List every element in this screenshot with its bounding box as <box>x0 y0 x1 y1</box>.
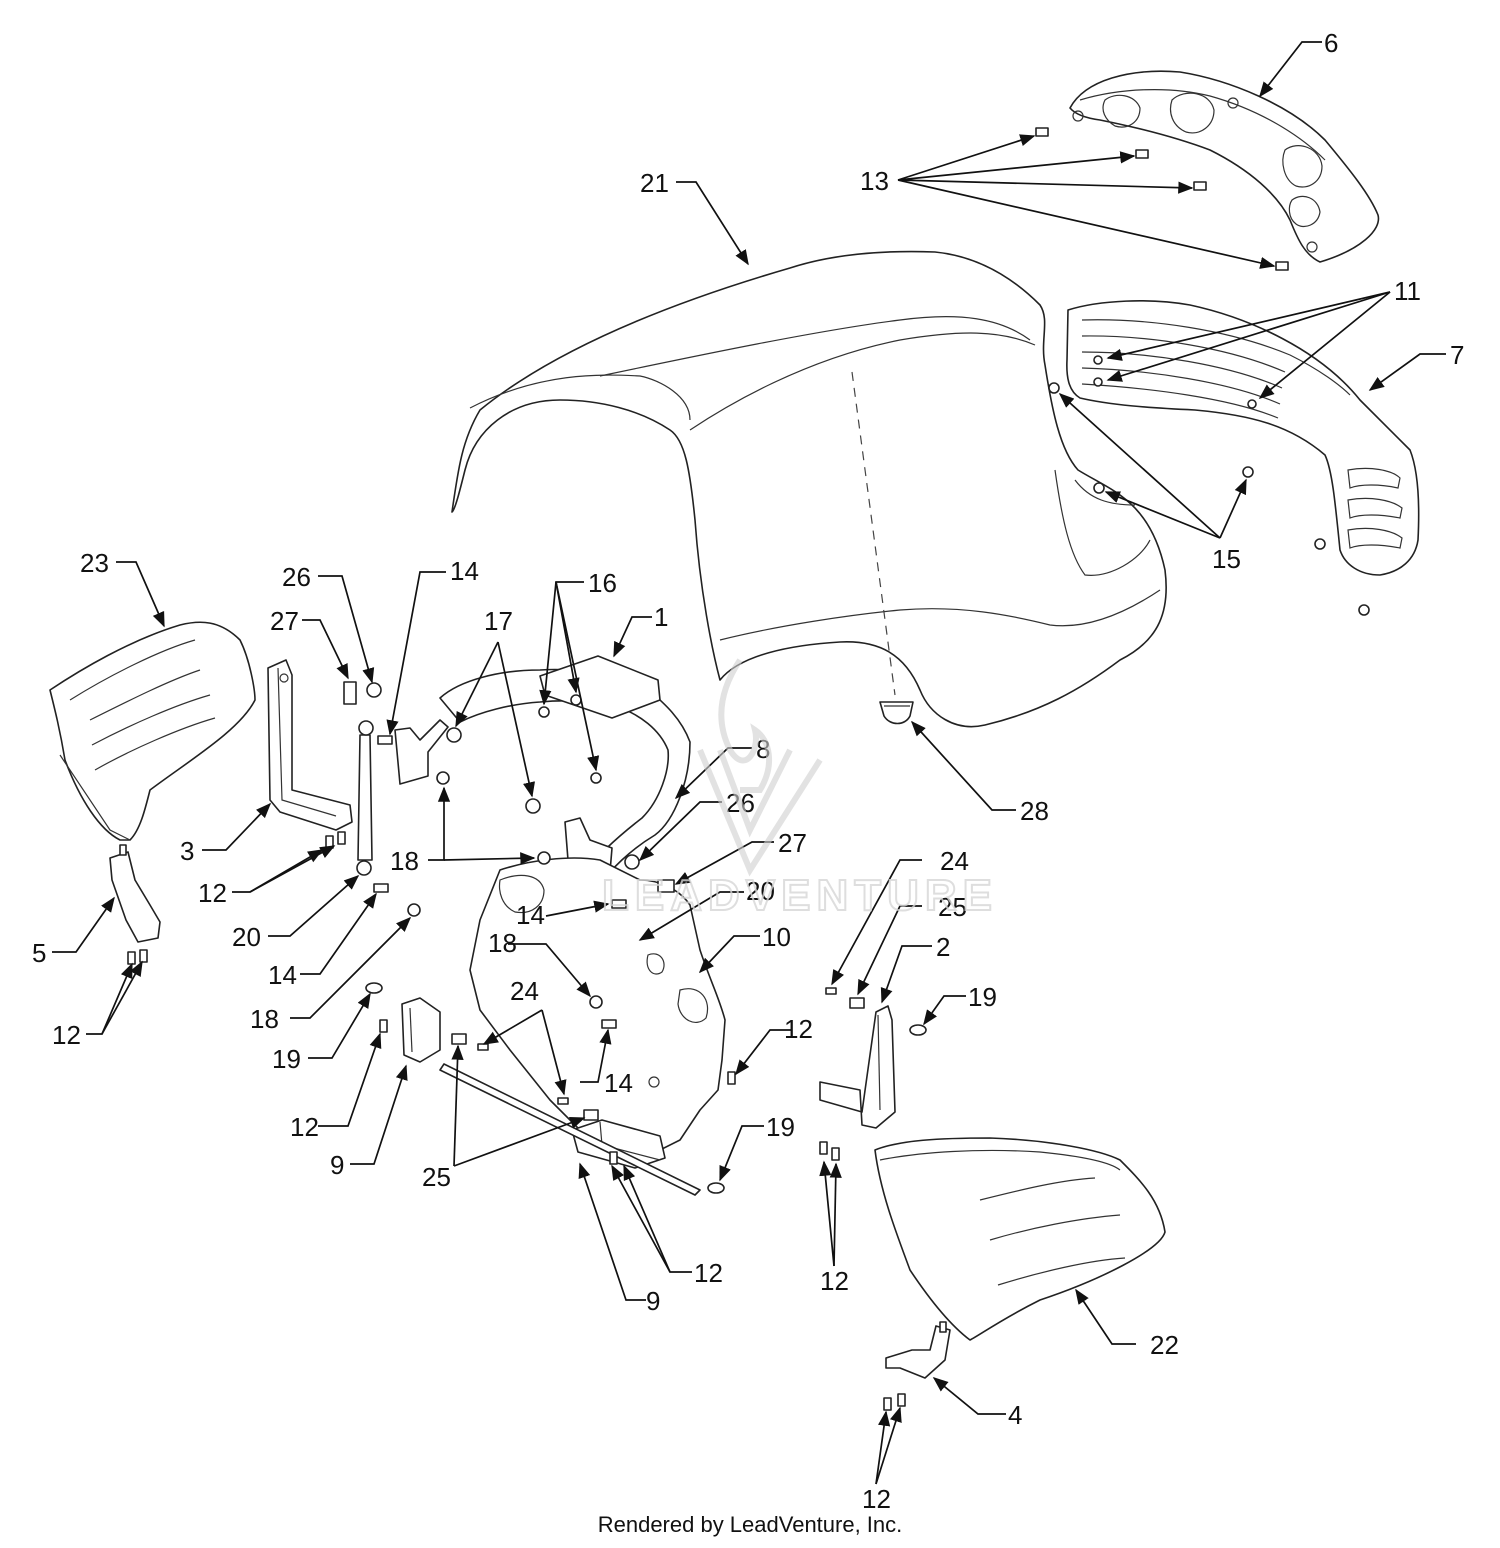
callout-17: 17 <box>484 606 513 636</box>
callout-12-f: 12 <box>820 1266 849 1296</box>
right-side-panel-part <box>874 1137 1166 1341</box>
callout-22: 22 <box>1150 1330 1179 1360</box>
callout-5: 5 <box>32 938 46 968</box>
callout-25-a: 25 <box>422 1162 451 1192</box>
callout-3: 3 <box>180 836 194 866</box>
callout-6: 6 <box>1324 28 1338 58</box>
callout-19-b: 19 <box>968 982 997 1012</box>
callout-27-a: 27 <box>270 606 299 636</box>
callout-23: 23 <box>80 548 109 578</box>
right-bracket-part <box>819 1005 896 1129</box>
callout-9-right: 9 <box>646 1286 660 1316</box>
dash-panel-part <box>469 857 726 1161</box>
callout-12-g: 12 <box>862 1484 891 1514</box>
callout-25-b: 25 <box>938 892 967 922</box>
callout-19-c: 19 <box>766 1112 795 1142</box>
callout-labels: 1 2 3 4 5 6 7 8 9 9 10 11 12 12 12 12 12… <box>32 28 1464 1514</box>
channel-bracket-left-part <box>401 997 441 1063</box>
gas-spring-left-part <box>356 720 374 876</box>
callout-10: 10 <box>762 922 791 952</box>
hardware-group <box>127 127 1370 1411</box>
callout-14-left: 14 <box>268 960 297 990</box>
callout-9-left: 9 <box>330 1150 344 1180</box>
watermark-logo-icon <box>697 658 823 877</box>
callout-12-d: 12 <box>784 1014 813 1044</box>
callout-1: 1 <box>654 602 668 632</box>
callout-15: 15 <box>1212 544 1241 574</box>
callout-27-b: 27 <box>778 828 807 858</box>
callout-21: 21 <box>640 168 669 198</box>
callout-12-b: 12 <box>52 1020 81 1050</box>
callout-12-c: 12 <box>290 1112 319 1142</box>
left-side-panel-part <box>49 621 256 841</box>
render-credit: Rendered by LeadVenture, Inc. <box>597 1512 903 1537</box>
callout-7: 7 <box>1450 340 1464 370</box>
callout-18-a: 18 <box>390 846 419 876</box>
callout-12-e: 12 <box>694 1258 723 1288</box>
headlight-assembly-part <box>1069 70 1380 263</box>
callout-18-b: 18 <box>250 1004 279 1034</box>
callout-24-a: 24 <box>510 976 539 1006</box>
callout-26-a: 26 <box>282 562 311 592</box>
grille-part <box>1066 300 1420 576</box>
callout-20-b: 20 <box>746 876 775 906</box>
watermark-text: LEADVENTURE <box>602 871 998 920</box>
left-bracket-part <box>267 659 353 831</box>
callout-14-top: 14 <box>450 556 479 586</box>
callout-11: 11 <box>1394 276 1421 306</box>
callout-28: 28 <box>1020 796 1049 826</box>
hood-part <box>451 250 1167 728</box>
callout-12-a: 12 <box>198 878 227 908</box>
callout-19-a: 19 <box>272 1044 301 1074</box>
connecting-rod-part <box>439 1063 701 1196</box>
callout-4: 4 <box>1008 1400 1022 1430</box>
channel-bracket-right-part <box>571 1119 666 1169</box>
callout-2: 2 <box>936 932 950 962</box>
callout-14-lower: 14 <box>604 1068 633 1098</box>
callout-16: 16 <box>588 568 617 598</box>
leadventure-watermark: LEADVENTURE <box>601 658 998 921</box>
callout-20-a: 20 <box>232 922 261 952</box>
callout-18-c: 18 <box>488 928 517 958</box>
hood-alignment-line <box>851 371 896 696</box>
callout-24-b: 24 <box>940 846 969 876</box>
hood-bumper-part <box>879 701 914 725</box>
callout-13: 13 <box>860 166 889 196</box>
right-small-bracket-part <box>885 1321 951 1379</box>
callout-14-center: 14 <box>516 900 545 930</box>
left-small-bracket-part <box>109 844 161 943</box>
